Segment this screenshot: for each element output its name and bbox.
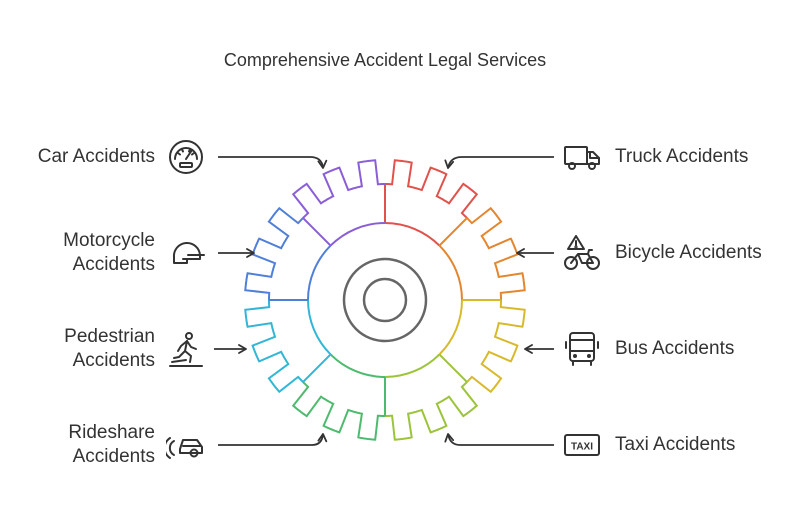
label-bus-accidents: Bus Accidents bbox=[615, 338, 735, 359]
gear-outer-segment bbox=[466, 300, 526, 394]
arrow-truck bbox=[444, 156, 554, 169]
gear-outer-segment bbox=[291, 381, 385, 441]
speedometer-icon bbox=[166, 137, 206, 177]
gear-spoke bbox=[302, 217, 332, 247]
arrow-taxi bbox=[444, 433, 554, 446]
label-truck-accidents: Truck Accidents bbox=[615, 146, 749, 167]
gear bbox=[244, 159, 526, 441]
arrow-car bbox=[218, 156, 328, 169]
gear-outer-segment bbox=[385, 159, 479, 219]
gear-spoke bbox=[438, 217, 468, 247]
gear-inner-ring-segment bbox=[307, 244, 332, 301]
gear-inner-ring-segment bbox=[438, 244, 463, 301]
helmet-icon bbox=[167, 233, 207, 273]
taxi-icon: TAXI bbox=[562, 425, 602, 465]
truck-icon bbox=[562, 137, 602, 177]
gear-outer-segment bbox=[244, 300, 304, 394]
label-motorcycle-accidents: Motorcycle Accidents bbox=[63, 230, 155, 275]
label-taxi-accidents: Taxi Accidents bbox=[615, 434, 736, 455]
connector-arrows bbox=[214, 156, 554, 446]
gear-spoke bbox=[302, 353, 332, 383]
label-bicycle-accidents: Bicycle Accidents bbox=[615, 242, 762, 263]
taxi-icon-text: TAXI bbox=[571, 442, 593, 453]
gear-outer-segment bbox=[244, 206, 304, 300]
bicycle-warning-icon bbox=[562, 233, 602, 273]
pedestrian-icon bbox=[166, 329, 206, 369]
gear-inner-ring-segment bbox=[329, 222, 386, 247]
gear-inner-ring-segment bbox=[438, 299, 463, 356]
gear-outer-segment bbox=[466, 206, 526, 300]
label-rideshare-accidents: Rideshare Accidents bbox=[68, 422, 155, 467]
gear-hub-outer bbox=[342, 257, 428, 343]
gear-spoke bbox=[438, 353, 468, 383]
bus-icon bbox=[562, 329, 602, 369]
diagram-title: Comprehensive Accident Legal Services bbox=[223, 50, 547, 70]
gear-outer-segment bbox=[291, 159, 385, 219]
gear-outer-segment bbox=[385, 381, 479, 441]
gear-hub-inner bbox=[362, 277, 408, 323]
gear-inner-ring-segment bbox=[329, 353, 386, 378]
label-car-accidents: Car Accidents bbox=[37, 146, 155, 167]
gear-inner-ring-segment bbox=[307, 299, 332, 356]
arrow-rideshare bbox=[218, 433, 328, 446]
label-pedestrian-accidents: Pedestrian Accidents bbox=[64, 326, 155, 371]
gear-inner-ring-segment bbox=[384, 353, 441, 378]
gear-inner-ring-segment bbox=[384, 222, 441, 247]
